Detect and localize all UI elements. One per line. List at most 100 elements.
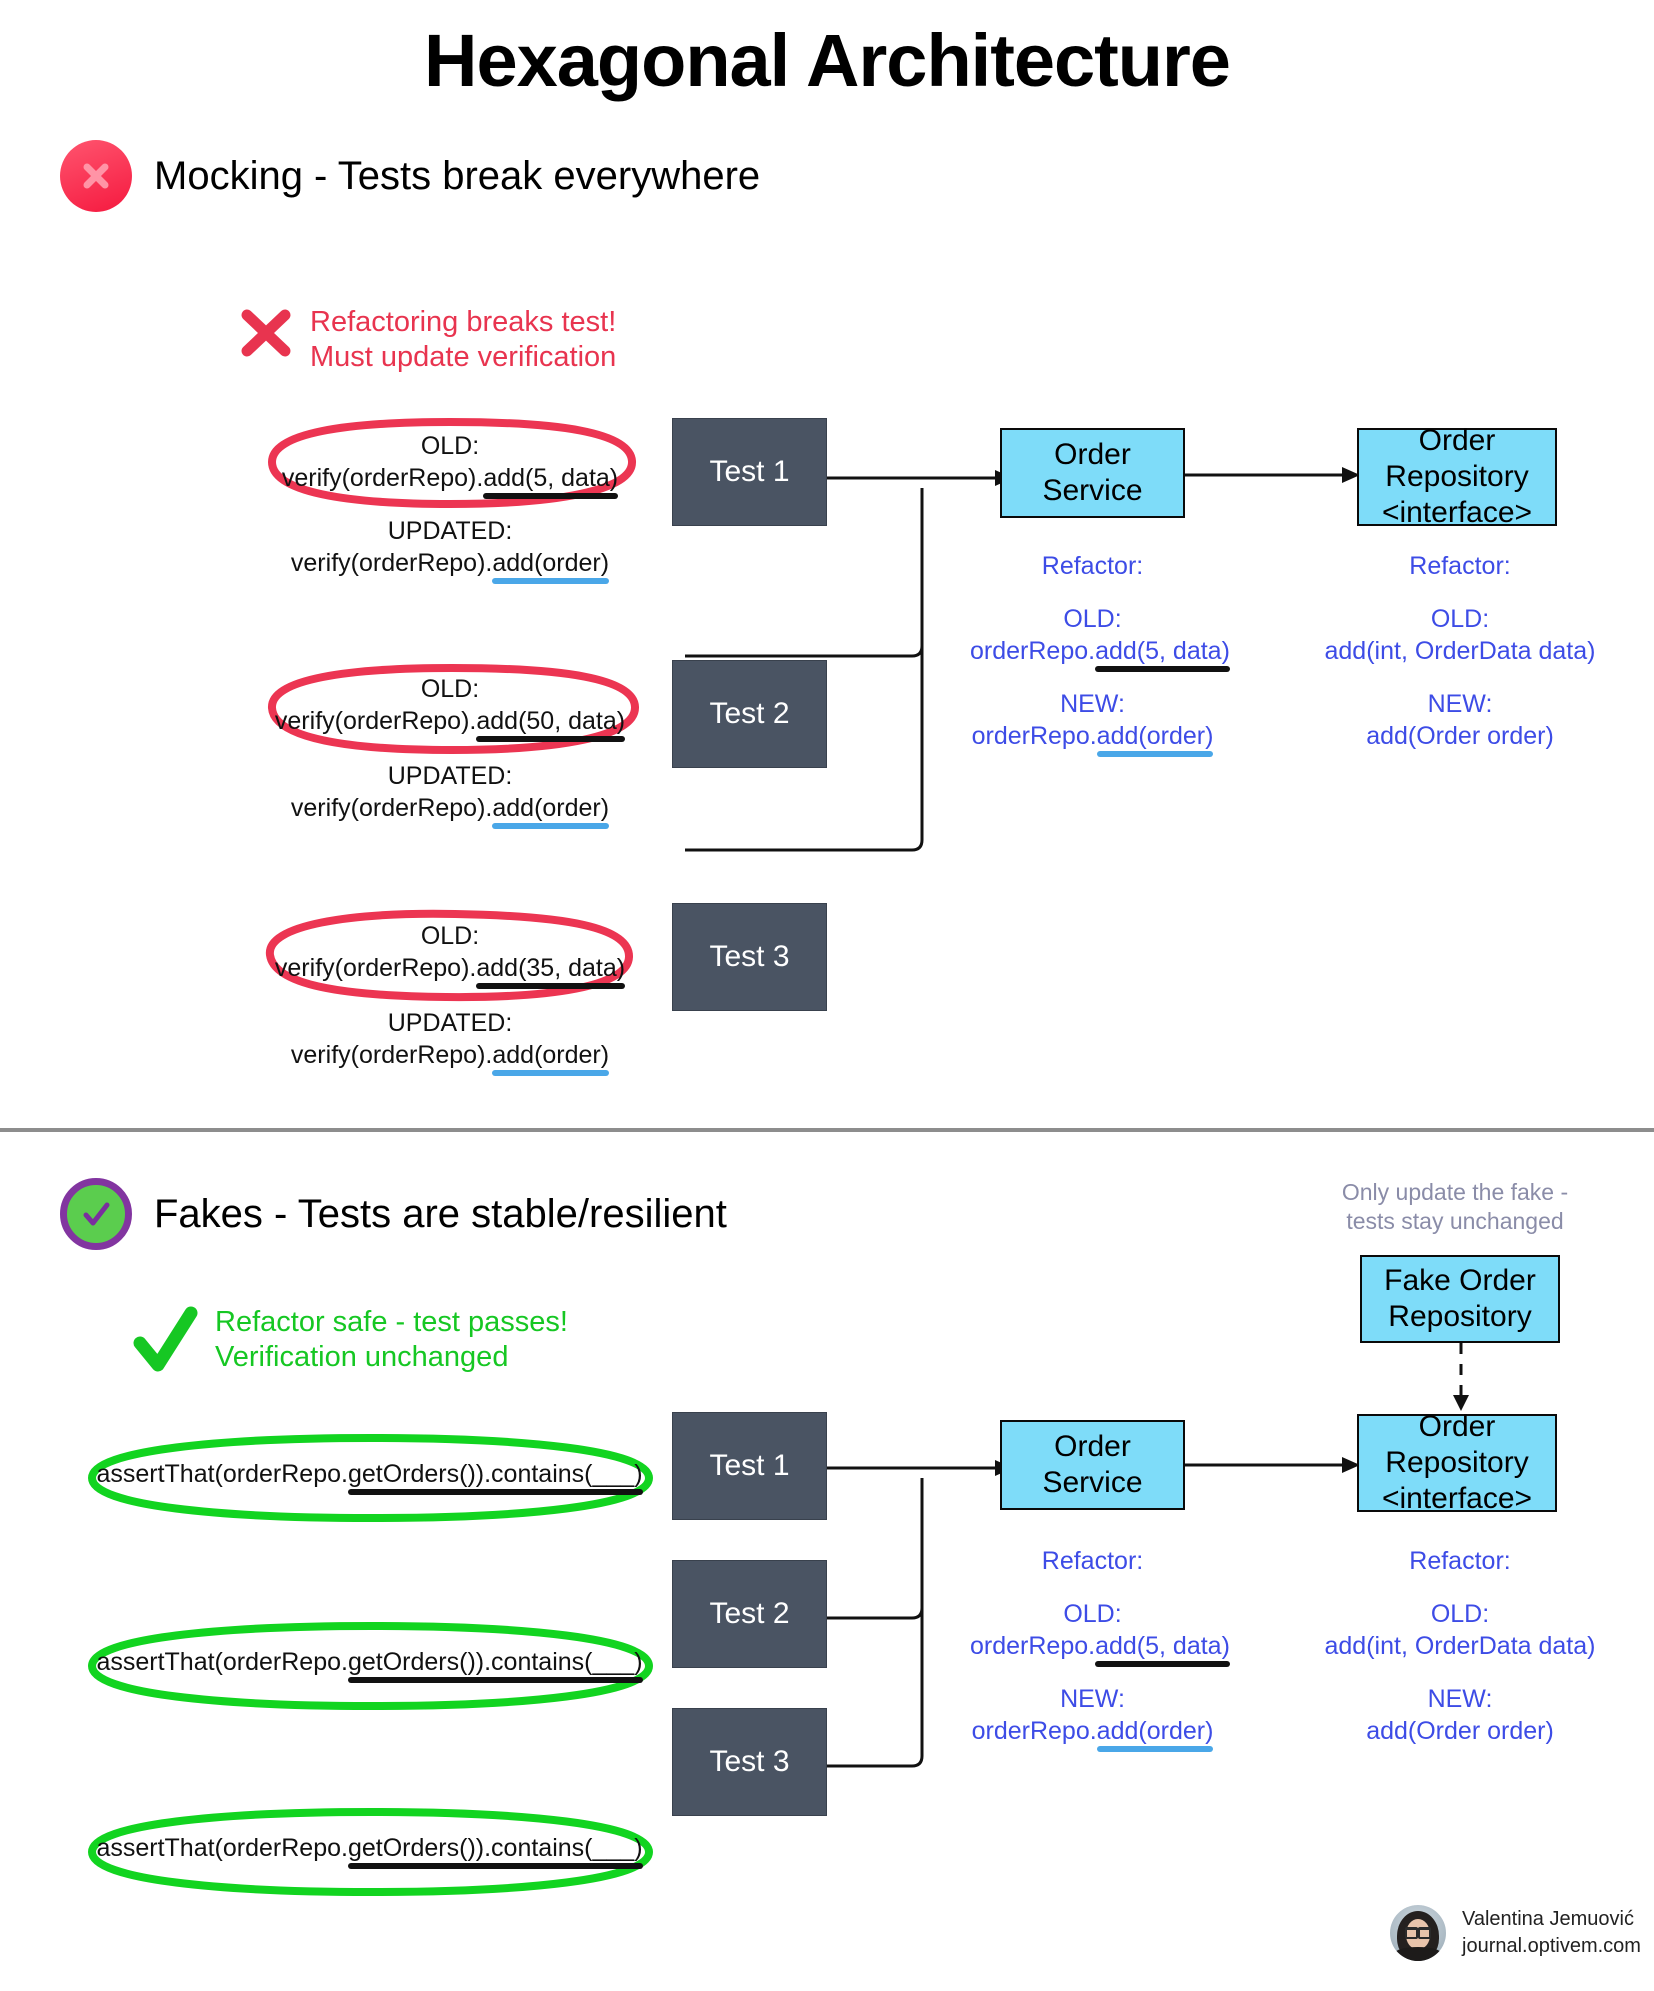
code-block-old-test1: OLD: verify(orderRepo).add(5, data) xyxy=(250,430,650,494)
box-order-repository-fakes[interactable]: Order Repository <interface> xyxy=(1357,1410,1557,1515)
assert-highlight: getOrders()).contains(___) xyxy=(347,1834,643,1862)
refactor-note-service: Refactor: OLD: orderRepo.add(5, data) NE… xyxy=(970,550,1230,753)
old-prefix: orderRepo. xyxy=(970,1632,1096,1660)
updated-highlight: add(order) xyxy=(492,1041,610,1069)
old-label: OLD: xyxy=(420,432,480,460)
check-circle-icon xyxy=(60,1178,132,1250)
old-prefix: verify(orderRepo). xyxy=(274,954,477,982)
new-text: add(Order order) xyxy=(1366,1717,1554,1745)
box-line-3: <interface> xyxy=(1381,496,1533,529)
callout-line-2: Verification unchanged xyxy=(215,1341,509,1374)
box-test-1[interactable]: Test 1 xyxy=(672,418,827,526)
updated-prefix: verify(orderRepo). xyxy=(290,549,493,577)
refactor-note-repository: Refactor: OLD: add(int, OrderData data) … xyxy=(1295,550,1625,753)
refactor-title: Refactor: xyxy=(1409,552,1511,580)
new-prefix: orderRepo. xyxy=(971,722,1097,750)
box-test-1-fakes[interactable]: Test 1 xyxy=(672,1412,827,1520)
new-label: NEW: xyxy=(1427,1684,1493,1713)
refactor-note-service-fakes: Refactor: OLD: orderRepo.add(5, data) NE… xyxy=(970,1545,1230,1748)
old-prefix: verify(orderRepo). xyxy=(281,464,484,492)
callout-line-2: Must update verification xyxy=(310,341,617,374)
code-block-updated-test2: UPDATED: verify(orderRepo).add(order) xyxy=(250,760,650,824)
old-label: OLD: xyxy=(1430,1599,1490,1628)
new-label: NEW: xyxy=(1427,689,1493,718)
old-label: OLD: xyxy=(1063,604,1122,633)
updated-prefix: verify(orderRepo). xyxy=(290,794,493,822)
updated-highlight: add(order) xyxy=(492,549,610,577)
new-highlight: add(order) xyxy=(1096,722,1214,750)
refactor-title: Refactor: xyxy=(1409,1547,1511,1575)
assert-prefix: assertThat(orderRepo. xyxy=(96,1460,348,1488)
new-prefix: orderRepo. xyxy=(971,1717,1097,1745)
assert-prefix: assertThat(orderRepo. xyxy=(96,1648,348,1676)
box-line-2: Repository xyxy=(1385,460,1529,493)
box-test-3-fakes[interactable]: Test 3 xyxy=(672,1708,827,1816)
code-block-updated-test1: UPDATED: verify(orderRepo).add(order) xyxy=(250,515,650,579)
assert-highlight: getOrders()).contains(___) xyxy=(347,1460,643,1488)
callout-refactor-safe: Refactor safe - test passes! Verificatio… xyxy=(133,1305,568,1380)
assert-prefix: assertThat(orderRepo. xyxy=(96,1834,348,1862)
section-header-mocking: Mocking - Tests break everywhere xyxy=(60,140,760,212)
box-line-1: Order xyxy=(1054,1430,1131,1463)
box-line-2: Service xyxy=(1042,1466,1143,1499)
box-label: Test 2 xyxy=(709,697,790,730)
connector-service-to-repo xyxy=(1180,1457,1360,1473)
old-prefix: orderRepo. xyxy=(970,637,1096,665)
fake-update-note: Only update the fake - tests stay unchan… xyxy=(1310,1178,1600,1236)
page-title: Hexagonal Architecture xyxy=(424,19,1231,102)
refactor-note-repository-fakes: Refactor: OLD: add(int, OrderData data) … xyxy=(1295,1545,1625,1748)
callout-line-1: Refactor safe - test passes! xyxy=(215,1306,568,1338)
section-title-fakes: Fakes - Tests are stable/resilient xyxy=(154,1191,727,1236)
new-text: add(Order order) xyxy=(1366,722,1554,750)
section-header-fakes: Fakes - Tests are stable/resilient xyxy=(60,1178,727,1250)
box-label: Test 3 xyxy=(709,940,790,973)
old-label: OLD: xyxy=(1430,604,1490,633)
fake-note-line-2: tests stay unchanged xyxy=(1346,1207,1564,1234)
callout-line-1: Refactoring breaks test! xyxy=(310,306,617,338)
code-block-old-test3: OLD: verify(orderRepo).add(35, data) xyxy=(250,920,650,984)
box-line-2: Repository xyxy=(1385,1446,1529,1479)
green-check-icon xyxy=(133,1305,199,1380)
old-label: OLD: xyxy=(420,675,480,703)
avatar-photo xyxy=(1390,1905,1446,1961)
old-prefix: verify(orderRepo). xyxy=(274,707,477,735)
box-line-3: <interface> xyxy=(1381,1482,1533,1515)
updated-highlight: add(order) xyxy=(492,794,610,822)
x-circle-icon xyxy=(60,140,132,212)
box-fake-order-repository[interactable]: Fake Order Repository xyxy=(1360,1255,1560,1343)
box-line-2: Repository xyxy=(1388,1300,1532,1333)
updated-label: UPDATED: xyxy=(387,762,513,790)
box-test-3[interactable]: Test 3 xyxy=(672,903,827,1011)
connector-service-to-repo xyxy=(1180,467,1360,483)
old-highlight: add(35, data) xyxy=(476,954,626,982)
box-line-1: Order xyxy=(1418,424,1496,457)
old-highlight: add(5, data) xyxy=(483,464,619,492)
box-test-2-fakes[interactable]: Test 2 xyxy=(672,1560,827,1668)
assert-highlight: getOrders()).contains(___) xyxy=(347,1648,643,1676)
section-title-mocking: Mocking - Tests break everywhere xyxy=(154,153,761,198)
old-text: add(int, OrderData data) xyxy=(1324,637,1596,665)
new-label: NEW: xyxy=(1060,689,1125,718)
box-label: Test 1 xyxy=(709,1449,790,1482)
code-block-assert-test1: assertThat(orderRepo.getOrders()).contai… xyxy=(92,1458,647,1490)
box-order-service-fakes[interactable]: Order Service xyxy=(1000,1420,1185,1510)
fake-note-line-1: Only update the fake - xyxy=(1341,1179,1569,1205)
box-label: Test 3 xyxy=(709,1745,790,1778)
red-x-icon xyxy=(238,305,294,366)
box-line-2: Service xyxy=(1042,474,1143,507)
new-label: NEW: xyxy=(1060,1684,1125,1713)
refactor-title: Refactor: xyxy=(1041,1547,1144,1575)
box-order-service[interactable]: Order Service xyxy=(1000,428,1185,518)
author-site[interactable]: journal.optivem.com xyxy=(1462,1935,1641,1957)
box-line-1: Order xyxy=(1418,1410,1496,1443)
old-text: add(int, OrderData data) xyxy=(1324,1632,1596,1660)
box-order-repository[interactable]: Order Repository <interface> xyxy=(1357,424,1557,529)
updated-prefix: verify(orderRepo). xyxy=(290,1041,493,1069)
updated-label: UPDATED: xyxy=(387,1009,513,1037)
old-highlight: add(50, data) xyxy=(476,707,626,735)
box-test-2[interactable]: Test 2 xyxy=(672,660,827,768)
author-attribution: Valentina Jemuović journal.optivem.com xyxy=(1390,1905,1641,1961)
old-label: OLD: xyxy=(420,922,480,950)
updated-label: UPDATED: xyxy=(387,517,513,545)
new-highlight: add(order) xyxy=(1096,1717,1214,1745)
